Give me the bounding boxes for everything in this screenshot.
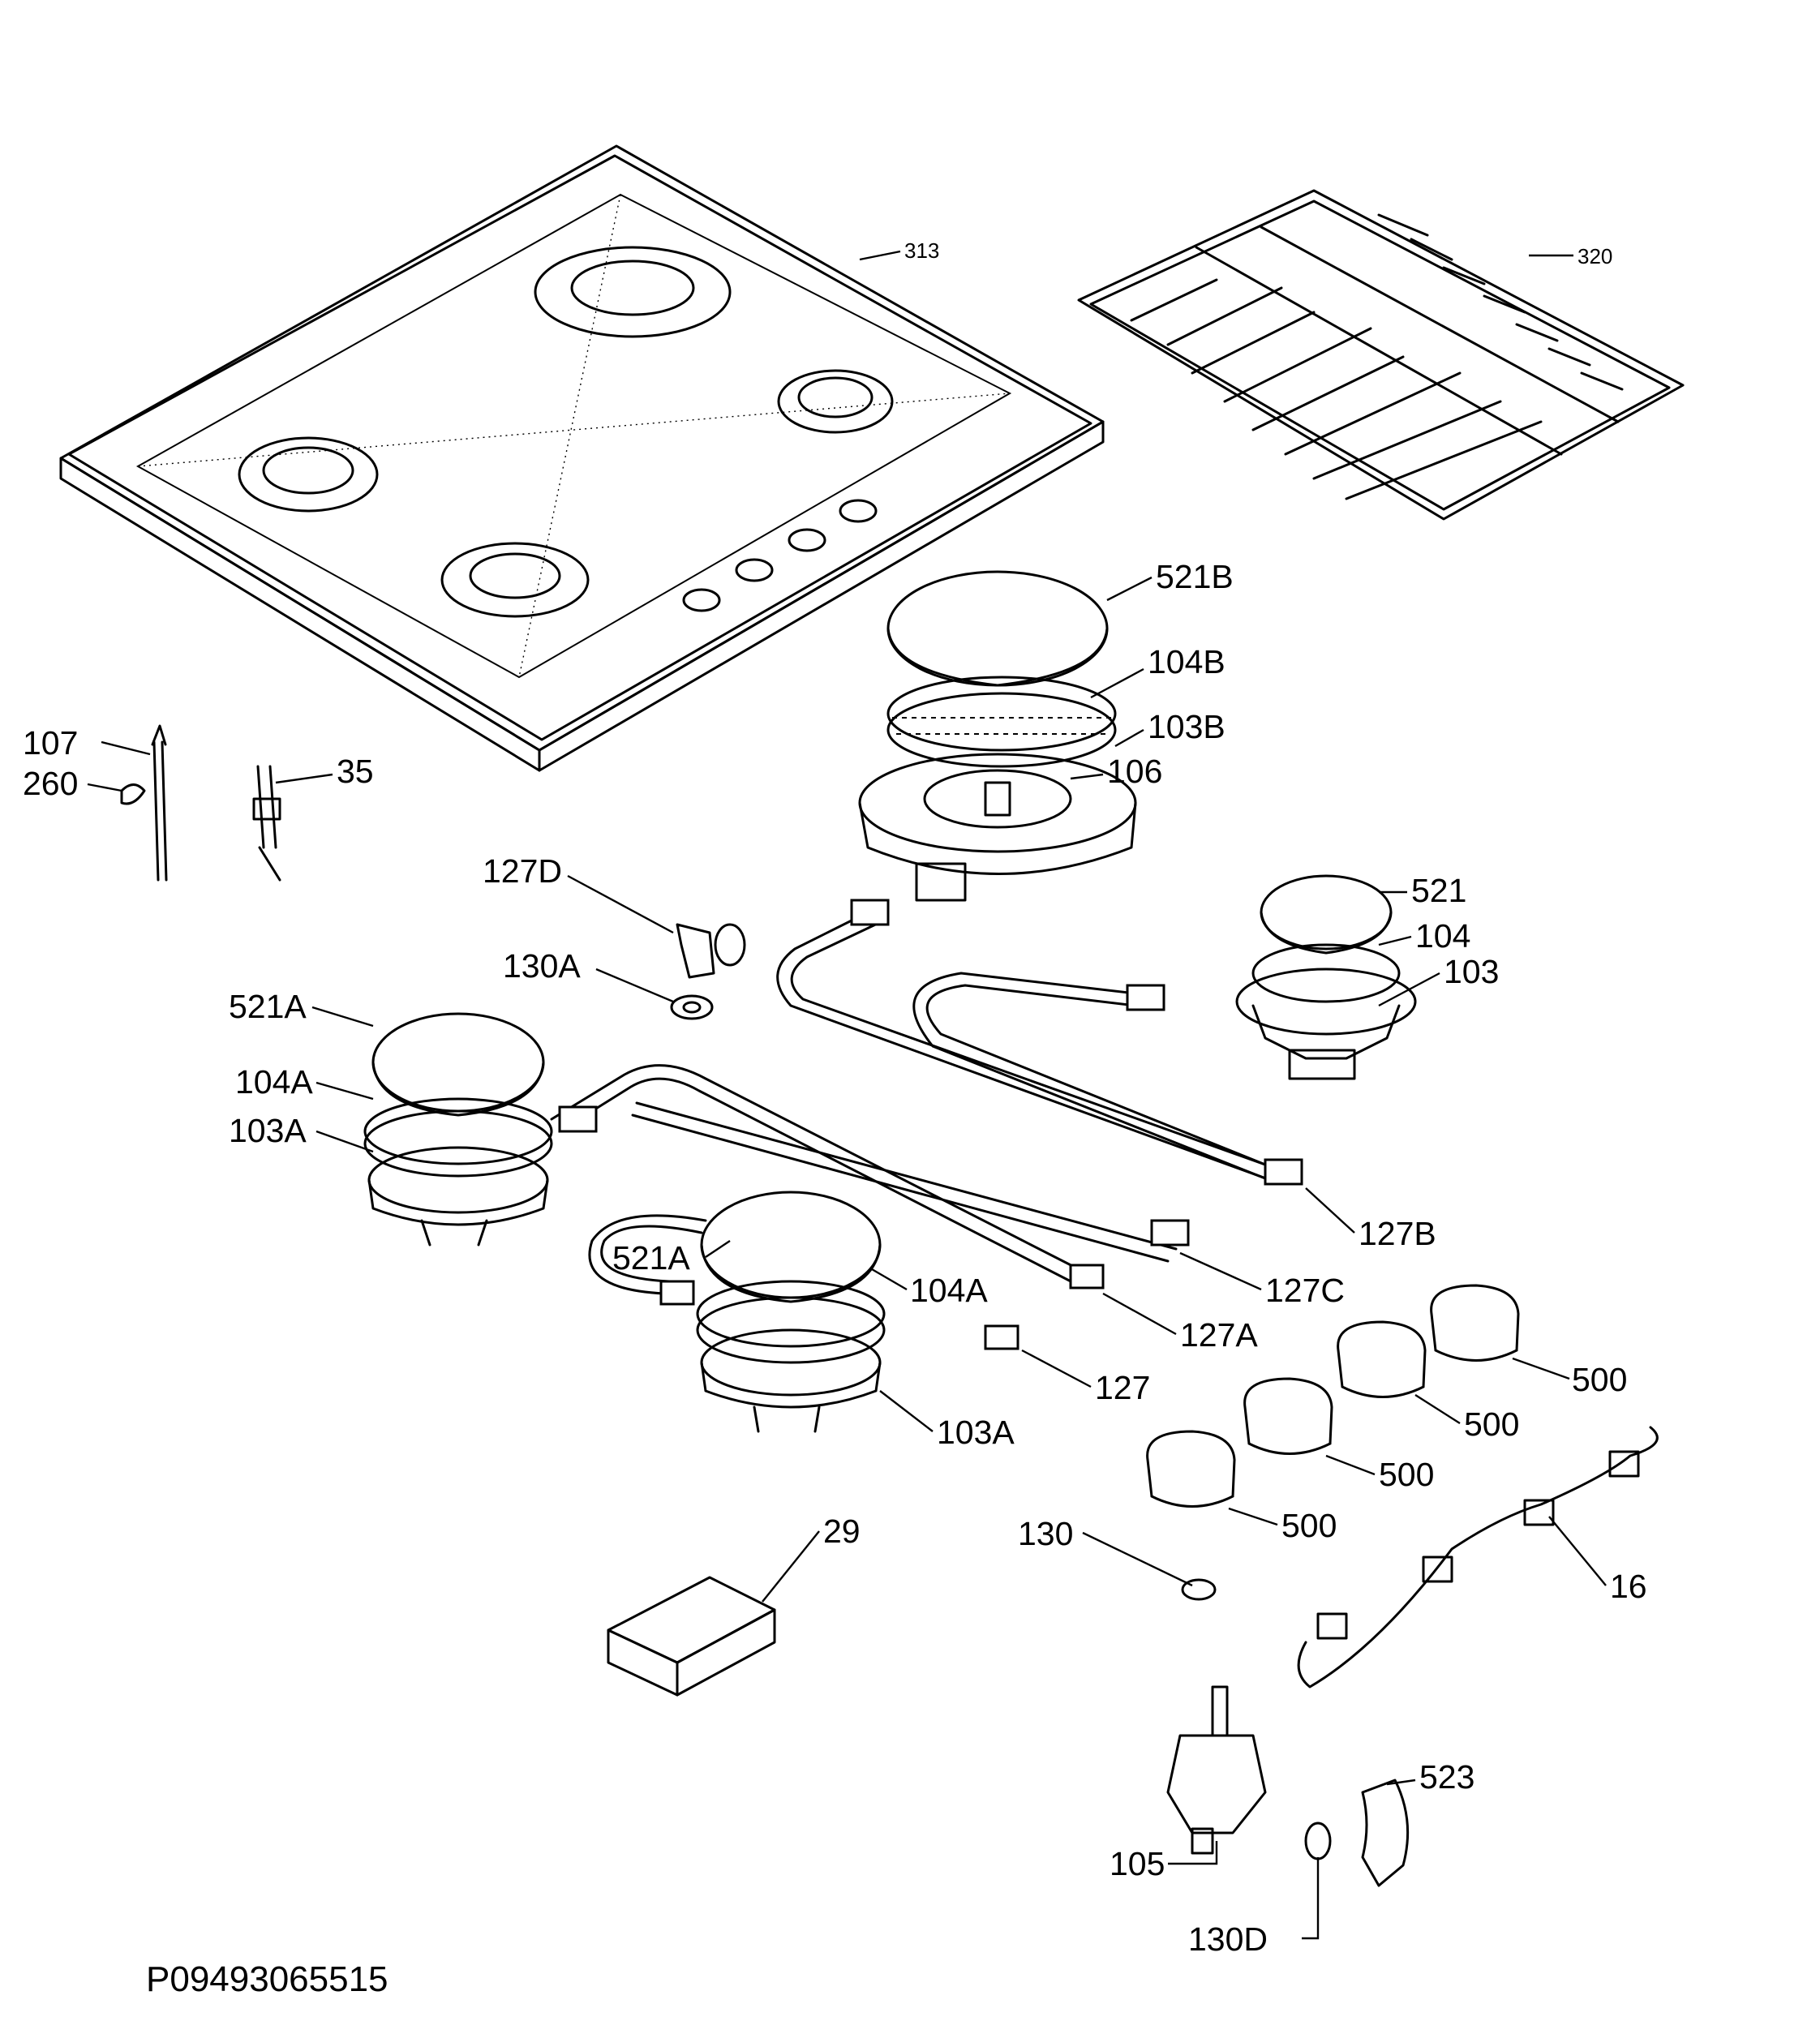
label-260: 260 xyxy=(23,765,78,802)
label-103: 103 xyxy=(1444,953,1499,990)
label-521A-bottom: 521A xyxy=(612,1239,690,1277)
medium-burner-assembly-left xyxy=(363,1012,553,1247)
label-521A-left: 521A xyxy=(229,988,307,1025)
label-500-1: 500 xyxy=(1572,1361,1627,1398)
label-313: 313 xyxy=(904,238,939,263)
label-29: 29 xyxy=(823,1513,861,1550)
label-130: 130 xyxy=(1018,1515,1073,1552)
clip-260 xyxy=(120,783,146,805)
seal-130A xyxy=(670,994,714,1020)
label-500-4: 500 xyxy=(1281,1507,1337,1544)
label-521B: 521B xyxy=(1156,558,1234,595)
label-521: 521 xyxy=(1411,872,1466,909)
gas-tap-105 xyxy=(1166,1685,1267,1855)
small-burner-assembly xyxy=(1235,874,1417,1080)
elbow-fitting-127D xyxy=(676,923,746,979)
label-103B: 103B xyxy=(1148,708,1225,745)
label-107: 107 xyxy=(23,724,78,762)
control-knobs-500 xyxy=(1146,1284,1520,1508)
label-106: 106 xyxy=(1107,753,1162,790)
label-320: 320 xyxy=(1577,244,1612,268)
ignition-unit-29 xyxy=(607,1576,776,1697)
label-500-3: 500 xyxy=(1379,1456,1434,1493)
diagram-code: P09493065515 xyxy=(146,1959,388,1999)
label-104: 104 xyxy=(1415,917,1470,955)
label-130A: 130A xyxy=(503,947,581,985)
clip-523 xyxy=(1361,1779,1410,1887)
pan-support-grid xyxy=(1077,189,1685,521)
seal-130D xyxy=(1304,1822,1332,1860)
label-127B: 127B xyxy=(1359,1215,1436,1252)
label-104A-bottom: 104A xyxy=(910,1272,988,1309)
label-127: 127 xyxy=(1095,1369,1150,1406)
label-103A-bottom: 103A xyxy=(937,1414,1015,1451)
label-500-2: 500 xyxy=(1464,1405,1519,1443)
medium-burner-assembly-bottom xyxy=(696,1191,886,1433)
label-104B: 104B xyxy=(1148,643,1225,680)
label-127C: 127C xyxy=(1265,1272,1345,1309)
part-labels: 313 320 521B 104B 103B 106 107 260 35 12… xyxy=(23,238,1647,1958)
gas-pipes xyxy=(550,899,1303,1350)
label-105: 105 xyxy=(1110,1845,1165,1882)
micro-switch-harness-16 xyxy=(1297,1426,1659,1689)
seal-130 xyxy=(1181,1578,1217,1601)
label-523: 523 xyxy=(1419,1758,1474,1796)
label-127D: 127D xyxy=(483,852,562,890)
large-burner-assembly xyxy=(858,570,1137,902)
label-35: 35 xyxy=(337,753,374,790)
hob-top-plate xyxy=(59,144,1105,772)
label-104A-left: 104A xyxy=(235,1063,313,1101)
label-130D: 130D xyxy=(1188,1920,1268,1958)
thermocouple-107 xyxy=(151,724,168,882)
ignition-electrode-35 xyxy=(252,765,281,882)
label-127A: 127A xyxy=(1180,1316,1258,1354)
label-16: 16 xyxy=(1610,1568,1647,1605)
leader-lines xyxy=(87,250,1607,1940)
label-103A-left: 103A xyxy=(229,1112,307,1149)
